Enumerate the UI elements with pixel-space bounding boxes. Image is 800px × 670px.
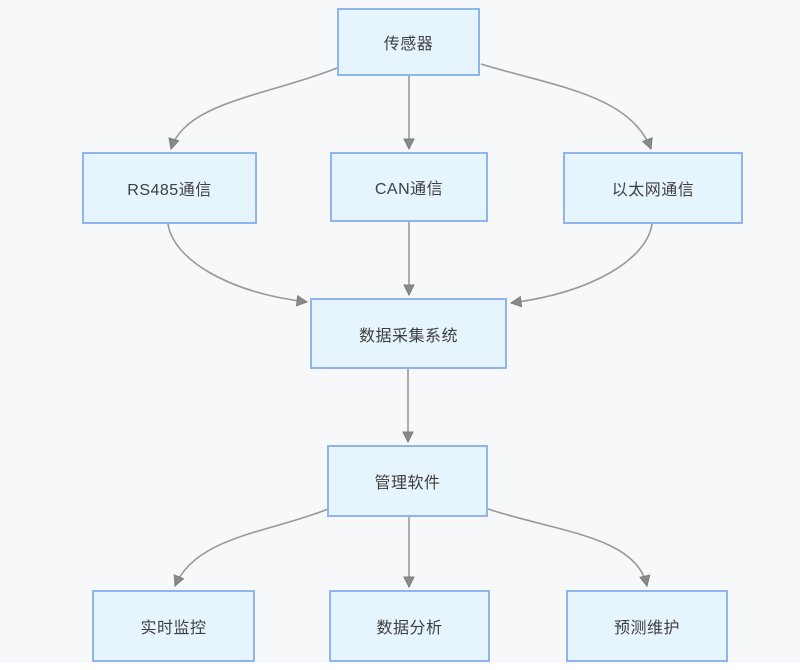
node-realtime-monitoring[interactable]: 实时监控	[92, 590, 255, 662]
node-data-acquisition-system[interactable]: 数据采集系统	[310, 298, 507, 369]
node-monitoring-label: 实时监控	[140, 620, 207, 637]
node-ethernet[interactable]: 以太网通信	[563, 152, 743, 224]
node-data-analysis[interactable]: 数据分析	[329, 590, 490, 662]
node-daq-label: 数据采集系统	[358, 327, 458, 345]
node-can-label: CAN通信	[374, 181, 444, 198]
edge-software-to-monitoring	[175, 508, 329, 586]
node-sensor-label: 传感器	[383, 36, 434, 53]
node-ethernet-label: 以太网通信	[611, 182, 695, 199]
node-predictive-maintenance[interactable]: 预测维护	[566, 590, 728, 662]
edge-sensor-to-ethernet	[480, 63, 651, 149]
node-maintenance-label: 预测维护	[613, 620, 680, 637]
bottom-strip	[0, 663, 800, 670]
node-software-label: 管理软件	[374, 475, 441, 492]
edge-rs485-to-daq	[167, 223, 307, 302]
node-analysis-label: 数据分析	[376, 620, 443, 637]
edge-ethernet-to-daq	[511, 223, 653, 303]
edge-software-to-maintenance	[487, 508, 647, 586]
node-management-software[interactable]: 管理软件	[327, 445, 488, 517]
node-rs485[interactable]: RS485通信	[82, 152, 257, 224]
node-can[interactable]: CAN通信	[330, 152, 488, 222]
node-rs485-label: RS485通信	[127, 182, 212, 199]
edge-sensor-to-rs485	[171, 67, 338, 149]
node-sensor[interactable]: 传感器	[337, 8, 480, 76]
